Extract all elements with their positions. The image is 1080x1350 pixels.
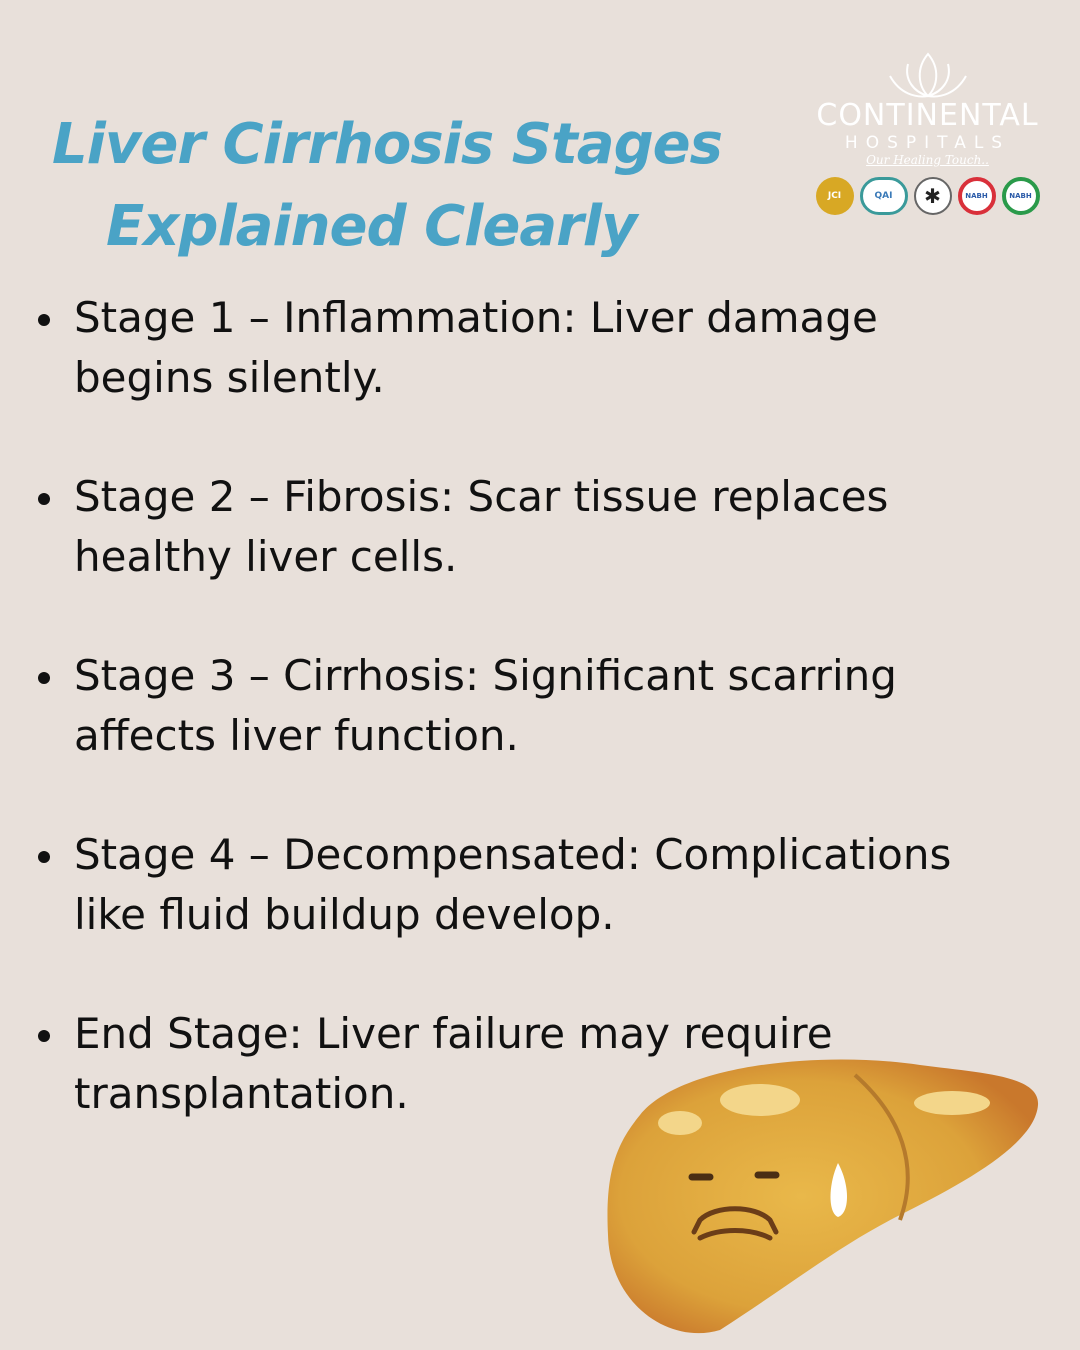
brand-name: CONTINENTAL [816,98,1039,133]
stage-item: Stage 2 – Fibrosis: Scar tissue replaces… [38,467,974,587]
title-line-1: Liver Cirrhosis Stages [52,112,723,177]
tagline: Our Healing Touch.. [866,153,989,167]
hospital-logo: CONTINENTAL HOSPITALS Our Healing Touch.… [800,50,1055,215]
stages-list: Stage 1 – Inflammation: Liver damage beg… [38,288,974,1183]
nabh-badge-icon: NABH [957,177,996,215]
stage-item: End Stage: Liver failure may require tra… [38,1004,974,1124]
stage-item: Stage 1 – Inflammation: Liver damage beg… [38,288,974,408]
brand-sub: HOSPITALS [844,133,1011,153]
qai-badge-icon: QAI [859,177,908,215]
nabh-green-badge-icon: NABH [1001,177,1040,215]
title-line-2: Explained Clearly [106,194,637,259]
accreditation-star-badge-icon: ✱ [913,177,952,215]
jci-badge-icon: JCI [815,177,854,215]
stage-item: Stage 3 – Cirrhosis: Significant scarrin… [38,646,974,766]
sad-liver-illustration [607,1059,1039,1334]
stage-item: Stage 4 – Decompensated: Complications l… [38,825,974,945]
lotus-icon [888,52,967,98]
